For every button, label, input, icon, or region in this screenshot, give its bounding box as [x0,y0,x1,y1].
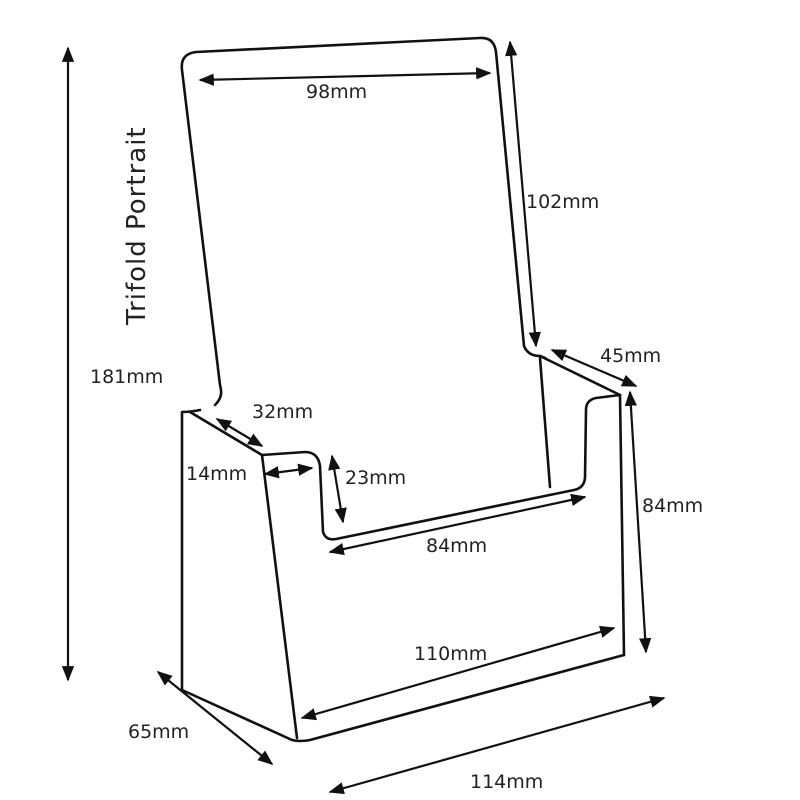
dim-32-line [215,418,264,447]
dim-84h-line [624,390,652,654]
label-84mm-width: 84mm [426,535,487,557]
front-left-lip [260,393,622,541]
dim-45-line [550,348,638,388]
dim-98-line [198,67,492,86]
label-65mm: 65mm [128,721,189,743]
dim-102-line [505,40,541,348]
dim-110-line [300,625,616,721]
dim-114-line [328,695,666,795]
dim-65-line [156,671,274,765]
label-181mm: 181mm [90,366,163,388]
front-face-right-edge [618,393,626,657]
back-inner-edge [538,356,552,489]
label-14mm: 14mm [186,463,247,485]
left-side-top-edge [180,408,202,692]
label-98mm: 98mm [306,81,367,103]
base-bottom-edge [180,653,626,743]
front-face-left-edge [260,453,299,740]
dim-23-line [328,454,347,524]
dim-14-line [263,463,314,479]
label-23mm: 23mm [345,467,406,489]
dim-84w-line [328,493,587,556]
title-label: Trifold Portrait [122,126,152,326]
label-84mm-height: 84mm [642,495,703,517]
label-110mm: 110mm [414,643,487,665]
label-32mm: 32mm [252,401,313,423]
label-114mm: 114mm [470,771,543,793]
label-102mm: 102mm [526,191,599,213]
label-45mm: 45mm [600,345,661,367]
back-panel-outline [180,36,547,407]
